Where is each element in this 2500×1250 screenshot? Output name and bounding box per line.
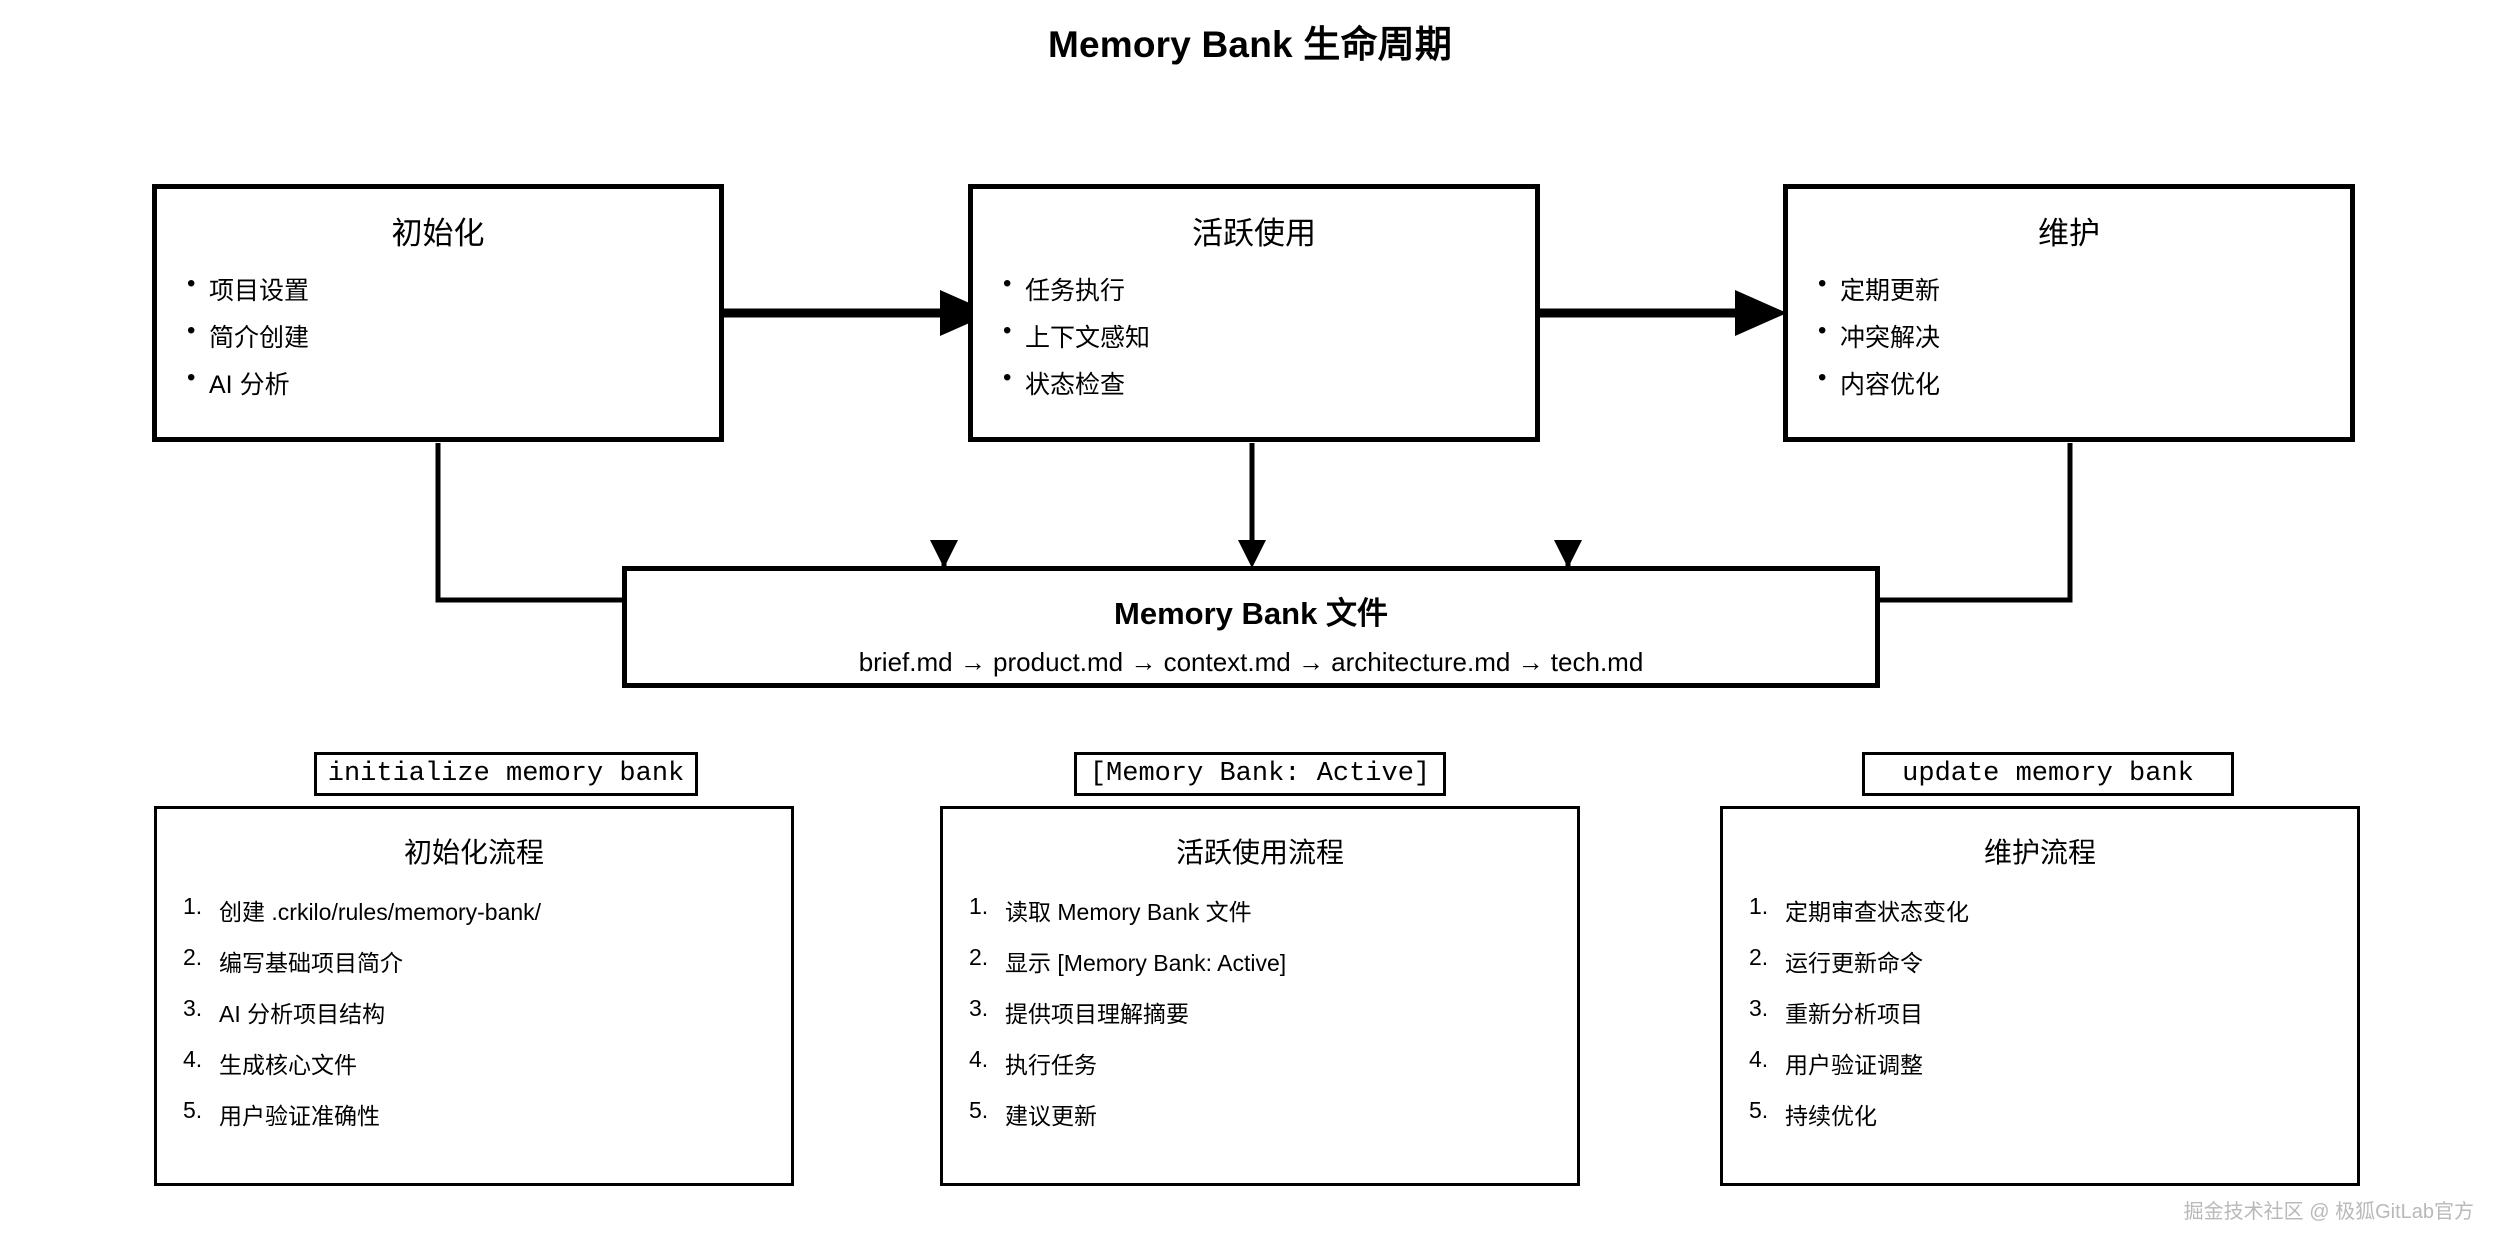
memory-bank-files-box: Memory Bank 文件 brief.md → product.md → c… [622, 566, 1880, 688]
arrow-active-to-maintain [1540, 290, 1787, 336]
phase-bullet-list: 定期更新 冲突解决 内容优化 [1788, 270, 2350, 401]
phase-bullet-list: 任务执行 上下文感知 状态检查 [973, 270, 1535, 401]
process-title: 维护流程 [1983, 837, 2096, 868]
watermark: 掘金技术社区 @ 极狐GitLab官方 [2183, 1201, 2474, 1223]
process-step: 创建 .crkilo/rules/memory-bank/ [183, 893, 542, 925]
process-box-active-use: 活跃使用流程 读取 Memory Bank 文件 显示 [Memory Bank… [940, 806, 1580, 1186]
command-label-update: update memory bank [1862, 752, 2234, 796]
phase-box-active-use: 活跃使用 任务执行 上下文感知 状态检查 [968, 184, 1540, 442]
phase-bullet-item: 任务执行 [1003, 270, 1535, 307]
process-step: 持续优化 [1749, 1097, 1877, 1129]
command-label-active-status: [Memory Bank: Active] [1074, 752, 1446, 796]
phase-title: 维护 [2038, 216, 2100, 251]
files-box-title: Memory Bank 文件 [1114, 596, 1388, 631]
phase-title: 活跃使用 [1192, 216, 1316, 251]
process-step-list: 定期审查状态变化 运行更新命令 重新分析项目 用户验证调整 持续优化 [1723, 893, 2357, 1131]
phase-bullet-item: 定期更新 [1818, 270, 2350, 307]
phase-bullet-item: 项目设置 [187, 270, 719, 307]
files-chain-text: brief.md → product.md → context.md → arc… [858, 647, 1644, 677]
arrow-active-to-files [1238, 443, 1266, 568]
process-step: 定期审查状态变化 [1749, 893, 1969, 925]
process-step: 用户验证准确性 [183, 1097, 380, 1129]
phase-bullet-item: 冲突解决 [1818, 317, 2350, 354]
process-box-maintenance: 维护流程 定期审查状态变化 运行更新命令 重新分析项目 用户验证调整 持续优化 [1720, 806, 2360, 1186]
process-step: 重新分析项目 [1749, 995, 1923, 1027]
command-label-initialize: initialize memory bank [314, 752, 698, 796]
process-step: 读取 Memory Bank 文件 [969, 893, 1252, 925]
phase-bullet-list: 项目设置 简介创建 AI 分析 [157, 270, 719, 401]
phase-title: 初始化 [391, 216, 485, 251]
phase-box-initialization: 初始化 项目设置 简介创建 AI 分析 [152, 184, 724, 442]
phase-bullet-item: 简介创建 [187, 317, 719, 354]
process-step-list: 读取 Memory Bank 文件 显示 [Memory Bank: Activ… [943, 893, 1577, 1131]
arrow-init-to-active [724, 290, 992, 336]
process-step: 执行任务 [969, 1046, 1097, 1078]
phase-bullet-item: 上下文感知 [1003, 317, 1535, 354]
process-title: 初始化流程 [403, 837, 544, 868]
phase-bullet-item: AI 分析 [187, 364, 719, 401]
process-box-initialization: 初始化流程 创建 .crkilo/rules/memory-bank/ 编写基础… [154, 806, 794, 1186]
phase-bullet-item: 状态检查 [1003, 364, 1535, 401]
phase-box-maintenance: 维护 定期更新 冲突解决 内容优化 [1783, 184, 2355, 442]
process-title: 活跃使用流程 [1175, 837, 1344, 868]
process-step: 用户验证调整 [1749, 1046, 1923, 1078]
page-title: Memory Bank 生命周期 [1047, 24, 1453, 65]
process-step: 运行更新命令 [1749, 944, 1923, 976]
process-step: 编写基础项目简介 [183, 944, 403, 976]
process-step-list: 创建 .crkilo/rules/memory-bank/ 编写基础项目简介 A… [157, 893, 791, 1131]
phase-bullet-item: 内容优化 [1818, 364, 2350, 401]
process-step: 提供项目理解摘要 [969, 995, 1189, 1027]
process-step: 显示 [Memory Bank: Active] [969, 944, 1287, 976]
process-step: AI 分析项目结构 [183, 995, 386, 1027]
process-step: 建议更新 [969, 1097, 1097, 1129]
process-step: 生成核心文件 [183, 1046, 357, 1078]
